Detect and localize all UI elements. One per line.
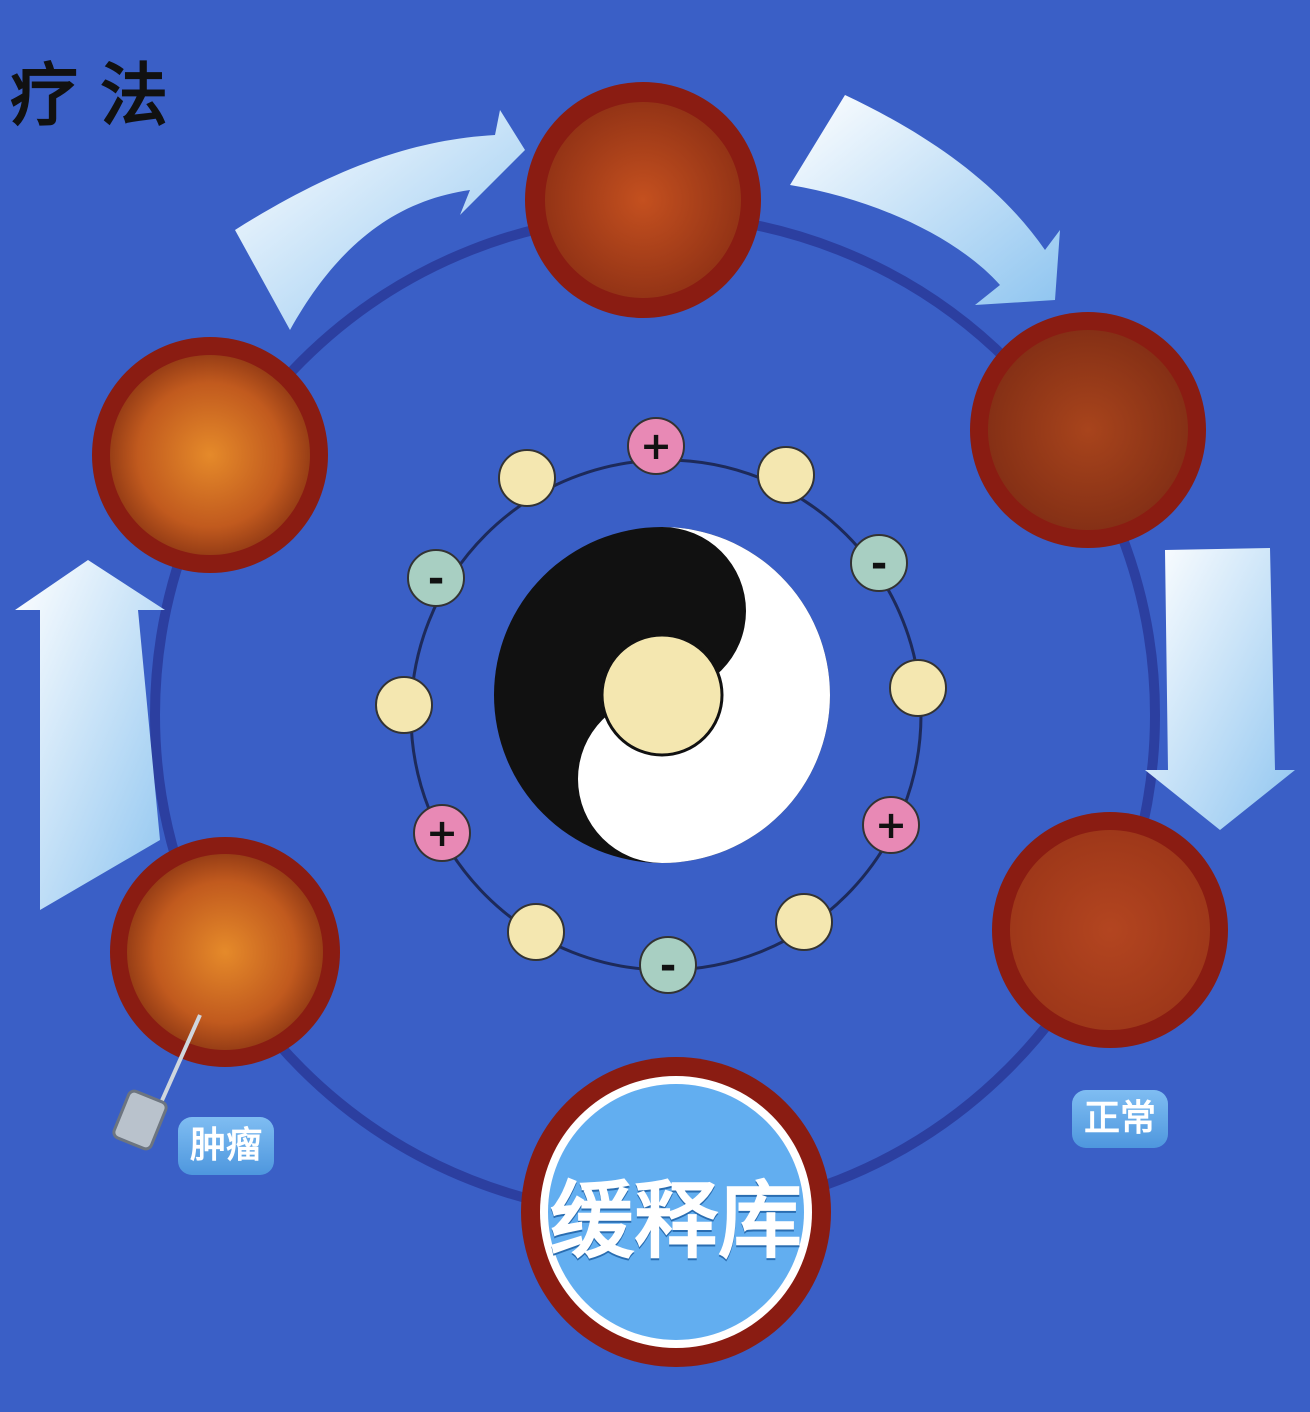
neutral-particle — [507, 903, 565, 961]
cell-tumor-left — [92, 337, 328, 573]
reservoir-label: 缓释库 — [549, 1172, 802, 1270]
normal-label: 正常 — [1072, 1090, 1169, 1148]
cell-treating-right — [970, 312, 1206, 548]
arrow-top-left — [235, 110, 525, 330]
yin-yang-symbol — [494, 527, 830, 863]
cell-tumor-top — [525, 82, 761, 318]
neutral-particle — [498, 449, 556, 507]
tumor-label: 肿瘤 — [178, 1117, 275, 1175]
minus-sign: - — [871, 541, 888, 587]
minus-charge — [850, 534, 908, 592]
minus-charge — [407, 549, 465, 607]
plus-charge — [413, 804, 471, 862]
reservoir-circle — [521, 1057, 831, 1367]
neutral-particle — [757, 446, 815, 504]
page-title: 疗法 — [10, 56, 191, 136]
arrow-right-down — [1145, 548, 1295, 830]
charge-particles: + + + - - - — [375, 417, 947, 994]
plus-sign: + — [875, 803, 907, 847]
neutral-particle — [889, 659, 947, 717]
arrow-up-left — [15, 560, 165, 910]
minus-sign: - — [428, 556, 445, 602]
cycle-arrows — [15, 95, 1295, 910]
plus-sign: + — [426, 811, 458, 855]
cell-tumor-bottom-left — [110, 837, 340, 1067]
cell-normal-bottom-right — [992, 812, 1228, 1048]
neutral-particle — [775, 893, 833, 951]
syringe-icon — [112, 1014, 202, 1151]
arrow-top-right — [790, 95, 1060, 305]
minus-sign: - — [660, 943, 677, 989]
plus-charge — [627, 417, 685, 475]
neutral-particle — [375, 676, 433, 734]
plus-charge — [862, 796, 920, 854]
minus-charge — [639, 936, 697, 994]
plus-sign: + — [640, 424, 672, 468]
